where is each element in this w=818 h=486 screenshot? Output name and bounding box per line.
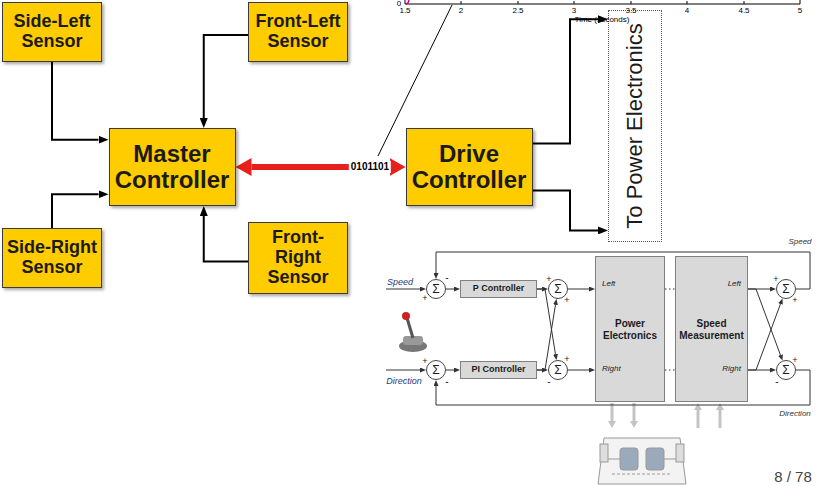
sum-symbol: Σ — [782, 364, 789, 376]
target-box: To Power Electronics — [608, 10, 662, 242]
signal-line — [748, 370, 770, 371]
signal-line — [52, 194, 99, 228]
joystick-icon — [399, 312, 427, 352]
box-label: Side-Left Sensor — [7, 12, 97, 52]
controller-box: Master Controller — [109, 128, 236, 206]
signal-line — [537, 370, 542, 371]
port-name: Right — [722, 364, 741, 373]
block-title: Power Electronics — [599, 318, 661, 341]
port-name: Left — [728, 279, 741, 288]
port-name: Right — [602, 364, 621, 373]
controller-box: Drive Controller — [406, 128, 533, 206]
sensor-box: Side-Left Sensor — [2, 2, 102, 62]
box-label: PI Controller — [471, 365, 525, 375]
signal-line — [533, 19, 599, 143]
sensor-box: Side-Right Sensor — [2, 228, 102, 288]
axis-tick: 4 — [685, 7, 689, 15]
axis-tick: 3 — [572, 7, 576, 15]
signal-name: Speed — [387, 278, 413, 287]
signal-line — [568, 370, 589, 371]
sign-mark: + — [792, 356, 797, 365]
box-label: Drive Controller — [411, 141, 528, 194]
sign-mark: + — [546, 275, 551, 284]
signal-arrow — [612, 403, 720, 428]
axis-tick: 3.5 — [625, 7, 636, 15]
sign-mark: - — [775, 377, 778, 387]
block-title: Speed Measurement — [679, 318, 744, 341]
signal-name: Speed — [788, 238, 811, 246]
box-label: Front-Right Sensor — [253, 228, 343, 287]
port-name: Left — [602, 279, 615, 288]
signal-line — [533, 190, 599, 230]
controller-block: PI Controller — [460, 361, 537, 379]
dotted-link — [665, 369, 675, 370]
signal-line — [446, 289, 454, 290]
input-wire — [386, 370, 420, 371]
box-label: Front-Left Sensor — [253, 12, 343, 52]
sign-mark: + — [422, 357, 427, 366]
summing-junction: Σ — [426, 360, 446, 380]
sum-symbol: Σ — [432, 283, 439, 295]
sum-symbol: Σ — [432, 364, 439, 376]
signal-line — [748, 289, 780, 355]
sign-mark: - — [547, 377, 550, 387]
signal-line — [52, 62, 99, 140]
box-label: To Power Electronics — [623, 16, 646, 236]
sign-mark: + — [422, 294, 427, 303]
input-wire — [386, 289, 420, 290]
page-number: 8 / 78 — [774, 469, 812, 484]
summing-junction: Σ — [426, 279, 446, 299]
sensor-box: Front-Right Sensor — [248, 222, 348, 294]
sign-mark: + — [792, 296, 797, 305]
signal-line — [446, 370, 454, 371]
signal-line — [568, 289, 589, 290]
box-label: Master Controller — [114, 141, 231, 194]
box-label: P Controller — [473, 284, 524, 294]
sign-mark: + — [773, 275, 778, 284]
sign-mark: - — [445, 377, 448, 387]
bus-data-label: 0101101 — [349, 161, 391, 173]
axis-tick: 2.5 — [512, 7, 523, 15]
sign-mark: + — [564, 355, 569, 364]
sum-symbol: Σ — [782, 283, 789, 295]
signal-name: Direction — [386, 377, 422, 386]
axis-tick: 2 — [459, 7, 463, 15]
sign-mark: - — [445, 273, 448, 283]
sign-mark: + — [564, 296, 569, 305]
signal-line — [748, 304, 780, 370]
axis-title: Time (seconds) — [575, 16, 630, 24]
signal-line — [204, 216, 248, 262]
vehicle-illustration — [598, 438, 686, 484]
signal-name: Direction — [779, 410, 811, 418]
sum-symbol: Σ — [554, 283, 561, 295]
controller-block: P Controller — [460, 280, 537, 298]
plant-block: LeftPower ElectronicsRight — [595, 256, 665, 402]
sensor-block: LeftSpeed MeasurementRight — [675, 256, 748, 402]
dotted-link — [665, 288, 675, 289]
axis-tick: 1.5 — [399, 7, 410, 15]
sum-symbol: Σ — [554, 364, 561, 376]
sensor-box: Front-Left Sensor — [248, 2, 348, 62]
axis-tick: 5 — [798, 7, 802, 15]
chart-fragment — [405, 0, 800, 4]
axis-tick: 4.5 — [738, 7, 749, 15]
box-label: Side-Right Sensor — [7, 238, 97, 278]
signal-line — [204, 35, 248, 118]
